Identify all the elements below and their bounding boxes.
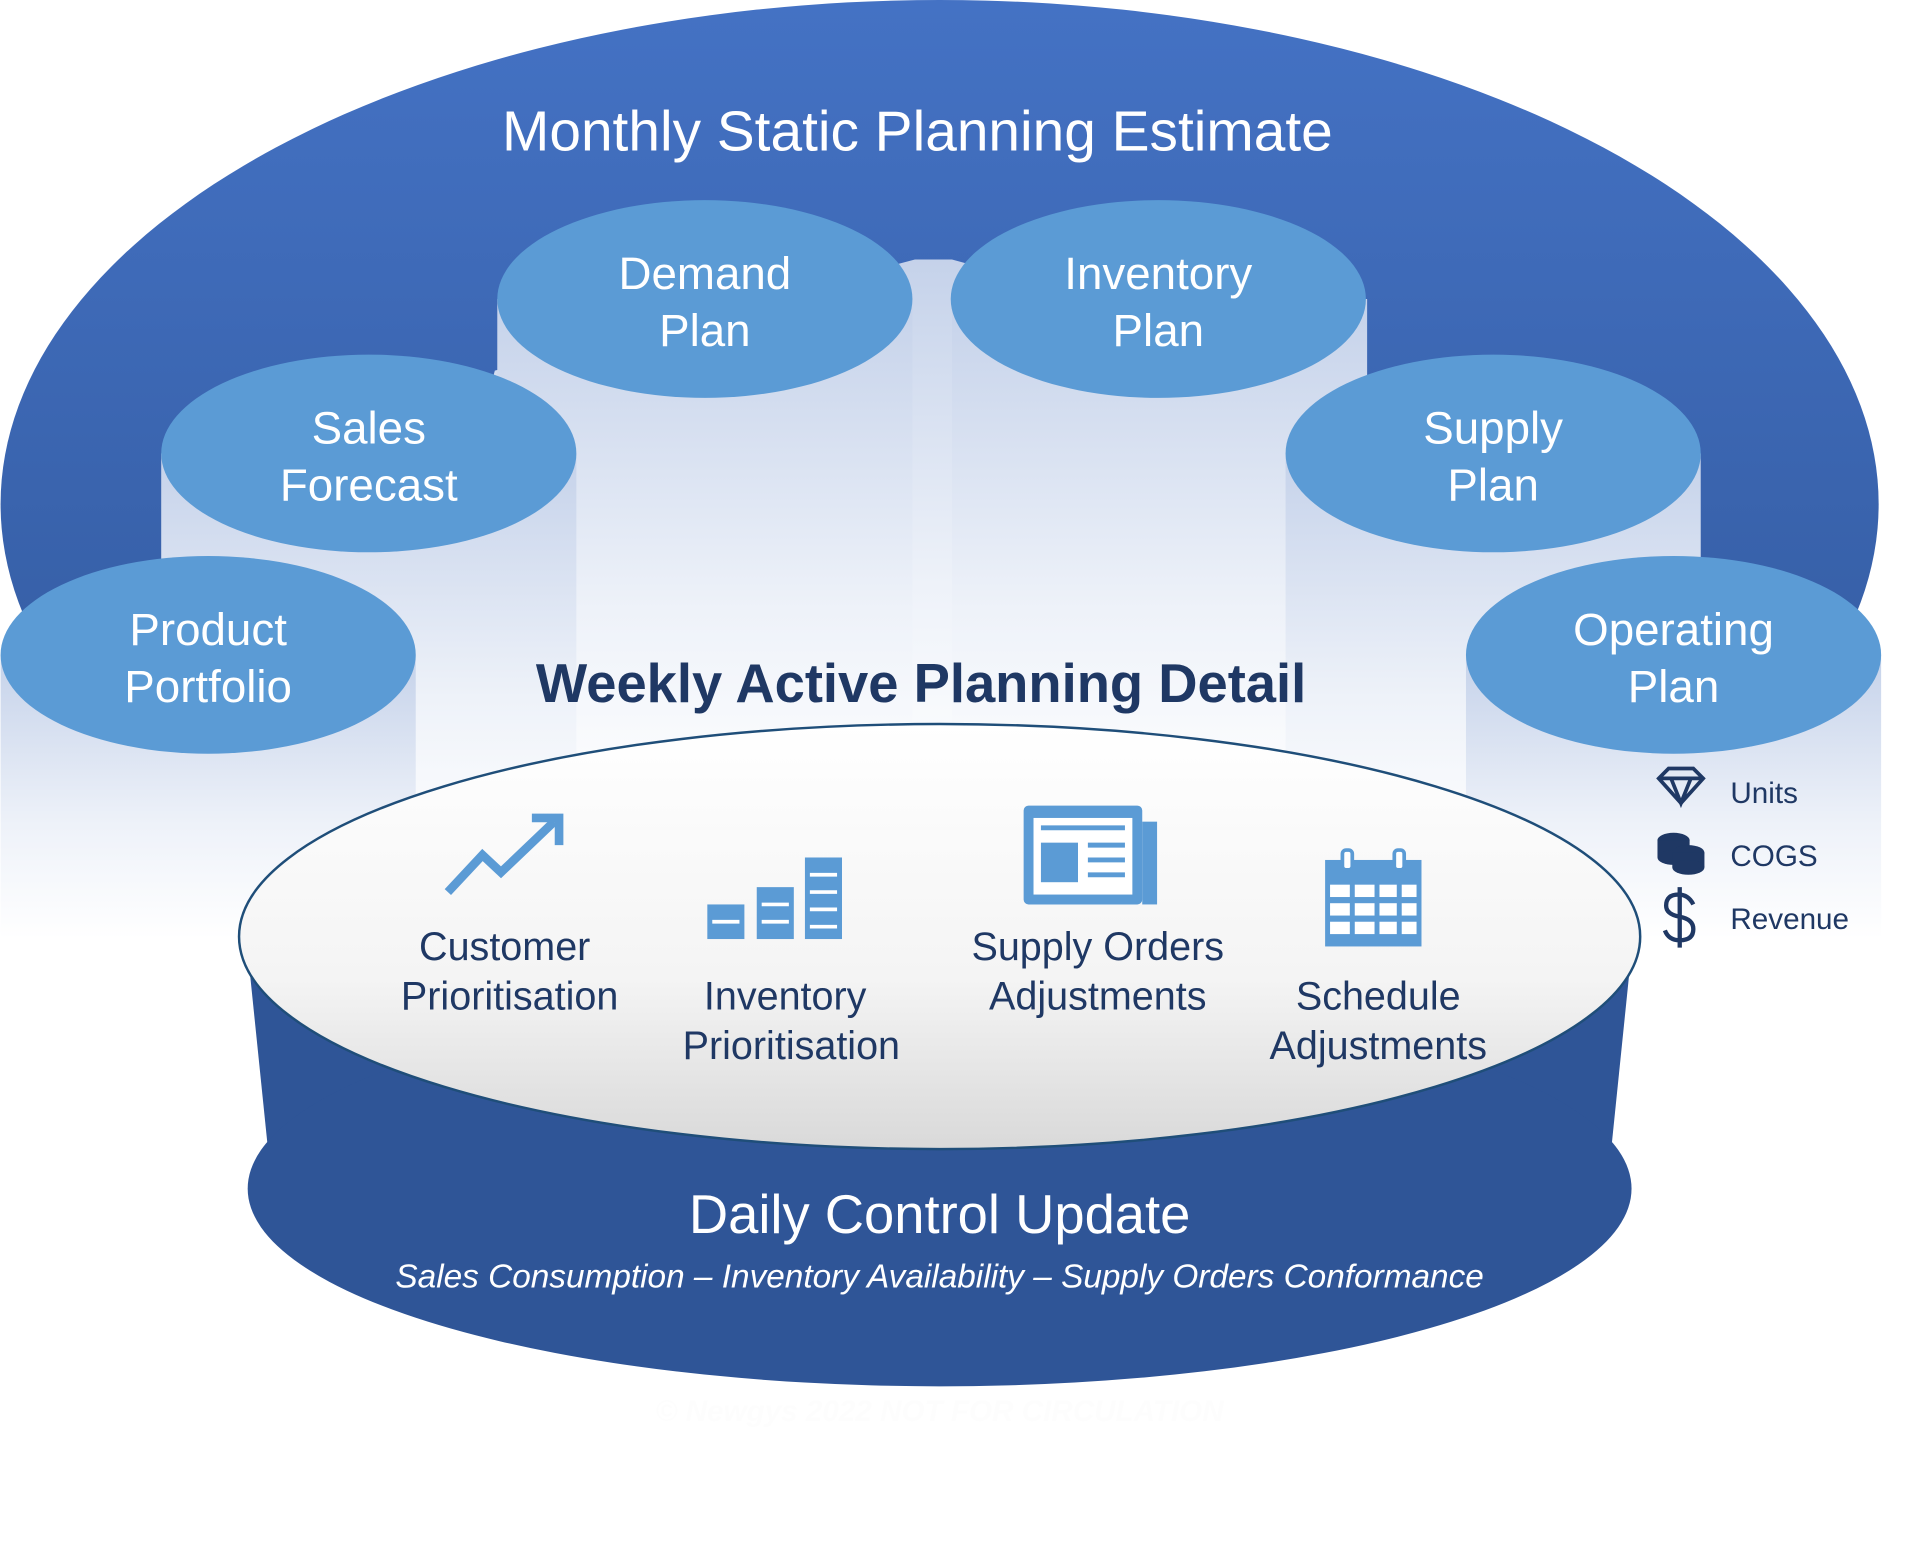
trend-up-icon: [444, 813, 564, 896]
legend-label: Revenue: [1730, 903, 1849, 936]
calendar-icon: [1325, 848, 1422, 947]
weekly-ellipse: [237, 722, 1642, 1151]
legend-revenue: Revenue: [1662, 887, 1849, 948]
legend-cogs: COGS: [1657, 832, 1818, 875]
item-label-line1: Inventory: [704, 974, 867, 1018]
item-label-line2: Adjustments: [989, 974, 1206, 1018]
plan-label-line2: Forecast: [280, 459, 458, 510]
plan-label-line1: Sales: [312, 403, 426, 454]
plan-label-line2: Plan: [1628, 661, 1719, 712]
plan-label-line1: Inventory: [1064, 248, 1252, 299]
watermark: © Newgys 2022 NOT FOR CIRCULATION: [656, 1395, 1225, 1428]
monthly-title: Monthly Static Planning Estimate: [502, 101, 1333, 164]
item-label-line2: Adjustments: [1270, 1024, 1487, 1068]
daily-title: Daily Control Update: [689, 1184, 1191, 1245]
item-label-line2: Prioritisation: [683, 1024, 900, 1068]
weekly-title: Weekly Active Planning Detail: [536, 653, 1306, 714]
item-label-line1: Customer: [419, 925, 590, 969]
bar-stack-icon: [707, 857, 843, 940]
newspaper-icon: [1023, 805, 1158, 905]
coins-icon: [1657, 832, 1705, 875]
item-label-line1: Schedule: [1296, 974, 1461, 1018]
daily-subtitle: Sales Consumption – Inventory Availabili…: [395, 1258, 1483, 1295]
weekly-item-customer-prioritisation: Customer Prioritisation: [401, 813, 618, 1018]
legend-label: COGS: [1730, 840, 1817, 873]
plan-label-line2: Plan: [659, 305, 750, 356]
diamond-icon: [1656, 766, 1706, 809]
plan-label-line1: Demand: [618, 248, 791, 299]
legend: Units COGS Revenue: [1656, 766, 1849, 948]
plan-label-line2: Plan: [1113, 305, 1204, 356]
weekly-item-inventory-prioritisation: Inventory Prioritisation: [683, 857, 900, 1068]
plan-label-line2: Plan: [1447, 459, 1538, 510]
weekly-item-supply-orders-adjustments: Supply Orders Adjustments: [971, 805, 1224, 1018]
legend-label: Units: [1730, 777, 1798, 810]
item-label-line2: Prioritisation: [401, 974, 618, 1018]
plan-label-line1: Operating: [1573, 604, 1774, 655]
weekly-item-schedule-adjustments: Schedule Adjustments: [1270, 848, 1487, 1068]
plan-label-line1: Supply: [1423, 403, 1563, 454]
item-label-line1: Supply Orders: [971, 925, 1224, 969]
cylinder-product-portfolio: Product Portfolio: [0, 556, 416, 940]
plan-label-line1: Product: [129, 604, 287, 655]
dollar-icon: [1662, 887, 1696, 948]
plan-label-line2: Portfolio: [124, 661, 292, 712]
legend-units: Units: [1656, 766, 1798, 810]
